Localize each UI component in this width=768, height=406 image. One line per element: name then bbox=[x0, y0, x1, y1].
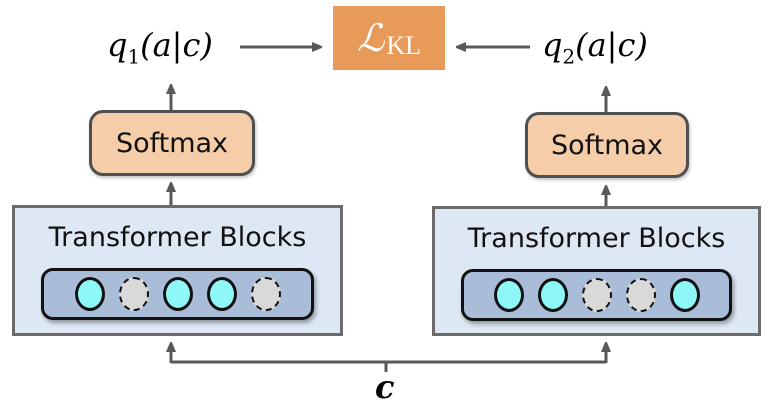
loss-subscript: KL bbox=[386, 31, 422, 60]
masked-token bbox=[581, 278, 612, 312]
q1-symbol: q bbox=[107, 26, 128, 64]
q2-index: 2 bbox=[562, 45, 576, 69]
left-softmax-box: Softmax bbox=[89, 110, 255, 176]
q1-index: 1 bbox=[127, 45, 141, 69]
active-token bbox=[669, 278, 700, 312]
q1-output-label: q1(a|c) bbox=[107, 26, 213, 68]
q2-output-label: q2(a|c) bbox=[542, 26, 648, 68]
right-block-title: Transformer Blocks bbox=[467, 223, 726, 254]
active-token bbox=[74, 277, 105, 311]
masked-token bbox=[625, 278, 656, 312]
right-transformer-block: Transformer Blocks bbox=[432, 206, 761, 336]
loss-symbol: ℒ bbox=[356, 16, 385, 60]
left-transformer-block: Transformer Blocks bbox=[12, 205, 343, 336]
right-softmax-label: Softmax bbox=[550, 129, 664, 161]
left-token-bar bbox=[41, 268, 314, 320]
masked-token bbox=[118, 277, 149, 311]
active-token bbox=[493, 278, 524, 312]
right-token-bar bbox=[461, 269, 732, 321]
q2-symbol: q bbox=[542, 26, 563, 64]
left-block-title: Transformer Blocks bbox=[48, 222, 307, 253]
q1-args: (a|c) bbox=[140, 26, 213, 64]
left-softmax-label: Softmax bbox=[115, 127, 229, 159]
masked-token bbox=[250, 277, 281, 311]
active-token bbox=[162, 277, 193, 311]
q2-args: (a|c) bbox=[575, 26, 648, 64]
right-softmax-box: Softmax bbox=[525, 112, 689, 178]
input-context-label: c bbox=[375, 368, 395, 406]
active-token bbox=[537, 278, 568, 312]
active-token bbox=[206, 277, 237, 311]
